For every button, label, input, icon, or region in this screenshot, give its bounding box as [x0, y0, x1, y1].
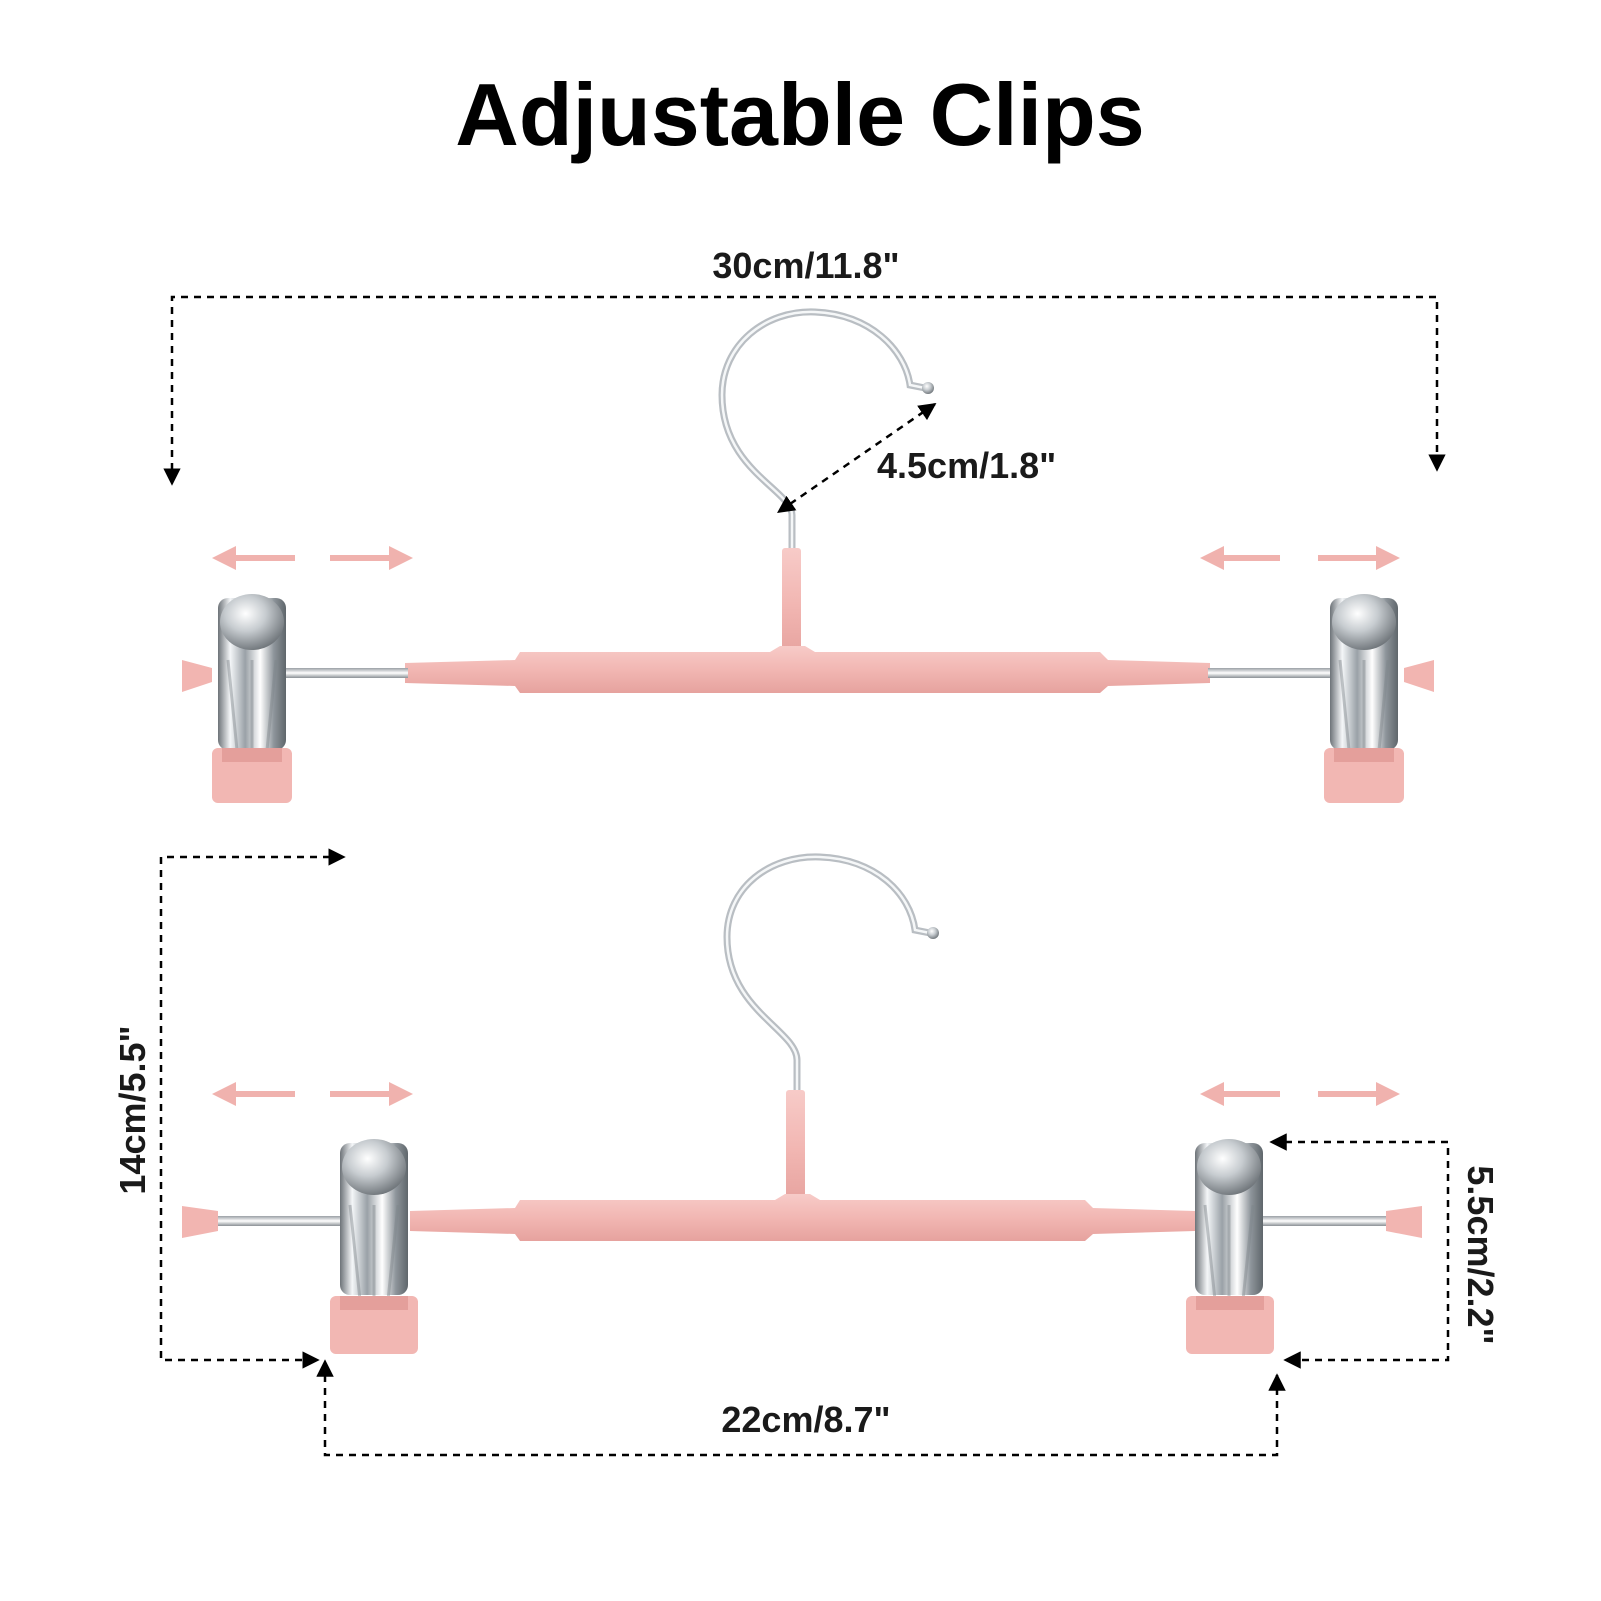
hanger-extended	[182, 308, 1434, 803]
clip-left	[330, 1139, 418, 1354]
hanger-retracted	[182, 853, 1422, 1354]
arrow-right-icon	[1318, 546, 1400, 570]
total-width-label: 30cm/11.8"	[712, 245, 899, 286]
extension-rod-left	[276, 668, 408, 678]
dimension-total-width: 30cm/11.8"	[163, 245, 1446, 486]
hanger-neck	[782, 548, 801, 658]
hook	[718, 308, 929, 552]
hanger-neck	[786, 1090, 805, 1205]
hook-tip	[927, 927, 939, 939]
arrow-left-icon	[1200, 1082, 1280, 1106]
extension-rod-right	[1258, 1216, 1388, 1226]
rod-end-cap	[1386, 1206, 1422, 1238]
dimension-hook-opening: 4.5cm/1.8"	[777, 402, 1056, 513]
clip-right	[1186, 1139, 1274, 1354]
extension-rod-right	[1208, 668, 1340, 678]
clip-end-cap	[182, 660, 212, 692]
page-title: Adjustable Clips	[455, 65, 1144, 164]
hanger-bar	[405, 646, 1210, 693]
dimension-clip-span: 22cm/8.7"	[316, 1359, 1286, 1457]
clip-end-cap	[1404, 660, 1434, 692]
extension-rod-left	[215, 1216, 345, 1226]
clip-right	[1324, 594, 1434, 803]
hanger-height-label: 14cm/5.5"	[112, 1025, 153, 1194]
arrow-right-icon	[330, 1082, 413, 1106]
rod-end-cap	[182, 1206, 218, 1238]
arrow-left-icon	[212, 546, 295, 570]
dimension-hanger-height: 14cm/5.5"	[112, 848, 346, 1369]
arrow-left-icon	[1200, 546, 1280, 570]
arrow-right-icon	[330, 546, 413, 570]
clip-left	[182, 594, 292, 803]
hook-tip	[922, 382, 934, 394]
hook-opening-label: 4.5cm/1.8"	[877, 445, 1056, 486]
clip-height-label: 5.5cm/2.2"	[1460, 1165, 1501, 1344]
clip-span-label: 22cm/8.7"	[721, 1399, 890, 1440]
hanger-bar	[410, 1194, 1195, 1241]
dimension-clip-height: 5.5cm/2.2"	[1269, 1133, 1501, 1369]
arrow-left-icon	[212, 1082, 295, 1106]
arrow-right-icon	[1318, 1082, 1400, 1106]
